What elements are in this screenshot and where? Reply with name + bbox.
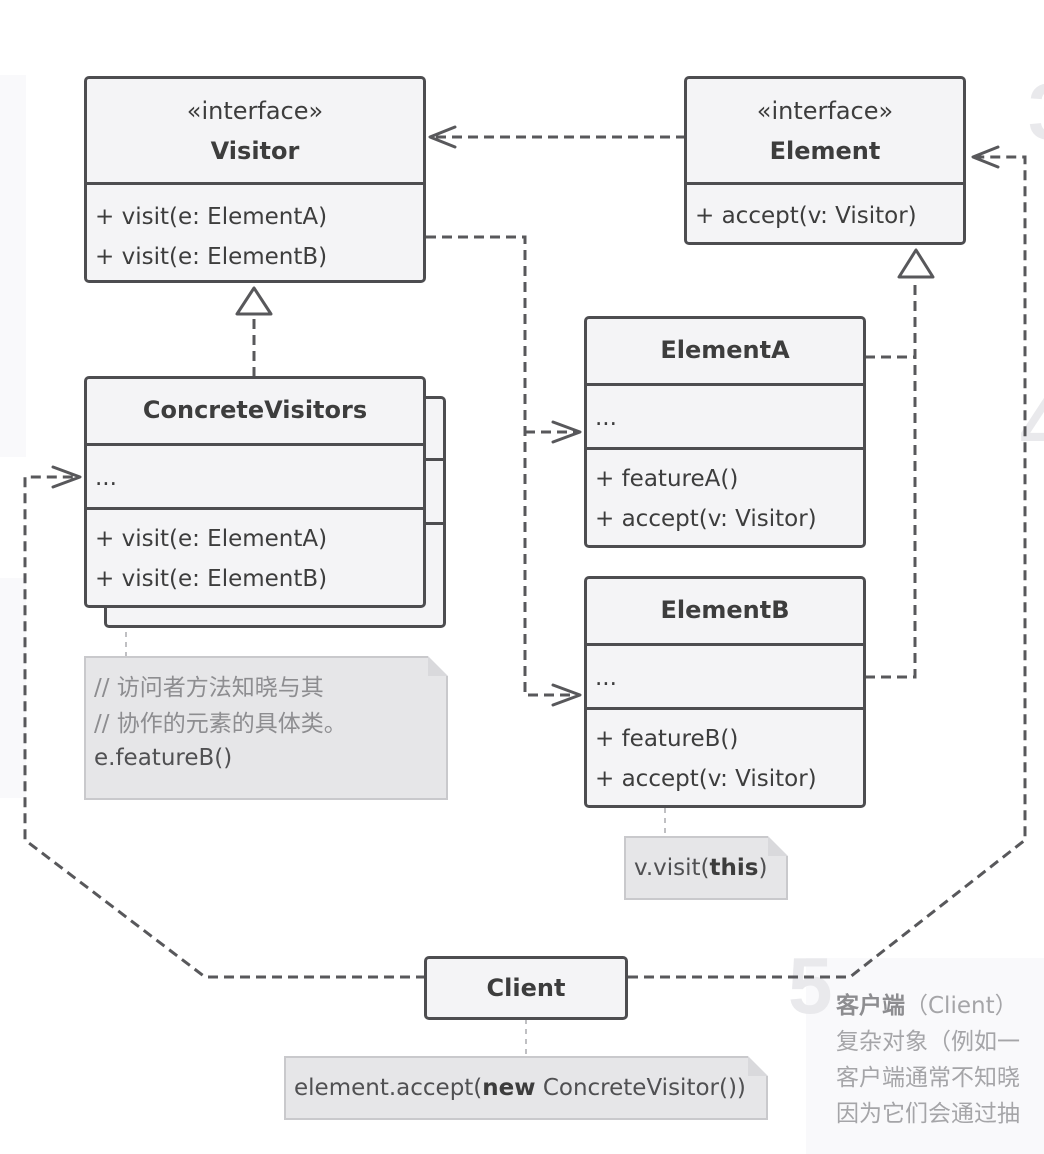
description-line: 因为它们会通过抽 (836, 1101, 1020, 1127)
element-b-method: + accept(v: Visitor) (595, 766, 817, 792)
dependency-visitor-to-elements (426, 235, 578, 697)
note-code-line: e.featureB() (94, 745, 233, 771)
visitor-name: Visitor (210, 137, 300, 165)
class-element-b[interactable]: ElementB ... + featureB() + accept(v: Vi… (584, 576, 866, 808)
visitor-stereotype: «interface» (186, 97, 324, 125)
element-a-method: + featureA() (595, 466, 739, 492)
note-comment-line: // 协作的元素的具体类。 (94, 711, 347, 737)
note-code-keyword: this (709, 855, 759, 881)
step-number-5: 5 (788, 941, 833, 1030)
note-fold-icon (428, 656, 448, 676)
note-code-suffix: ConcreteVisitor()) (535, 1075, 746, 1101)
arrowhead-element-a (551, 420, 582, 444)
element-b-method: + featureB() (595, 726, 739, 752)
note-client-call: element.accept(new ConcreteVisitor()) (284, 1056, 768, 1120)
client-name: Client (486, 974, 566, 1002)
background-panel-left-top (0, 75, 26, 457)
concretevisitors-method: + visit(e: ElementB) (95, 566, 328, 592)
concretevisitors-method: + visit(e: ElementA) (95, 526, 328, 552)
note-fold-icon (768, 836, 788, 856)
stack-divider (426, 458, 443, 461)
visitor-method: + visit(e: ElementB) (95, 244, 328, 270)
note-fold-icon (748, 1056, 768, 1076)
step-number-3: 3 (1028, 72, 1044, 152)
visitor-method: + visit(e: ElementA) (95, 204, 328, 230)
note-comment-line: // 访问者方法知晓与其 (94, 675, 324, 701)
element-a-name: ElementA (660, 336, 790, 364)
note-code-prefix: element.accept( (294, 1075, 483, 1101)
element-name: Element (769, 137, 881, 165)
class-client[interactable]: Client (424, 956, 628, 1020)
class-element[interactable]: «interface» Element + accept(v: Visitor) (684, 76, 966, 245)
element-b-name: ElementB (660, 596, 790, 624)
element-a-fields: ... (587, 383, 863, 447)
concretevisitors-fields: ... (87, 443, 423, 507)
note-code-prefix: v.visit( (634, 855, 710, 881)
element-a-method: + accept(v: Visitor) (595, 506, 817, 532)
note-code-keyword: new (482, 1075, 536, 1101)
note-element-accept: v.visit(this) (624, 836, 788, 900)
arrowhead-element (971, 145, 1000, 169)
arrowhead-element-b (551, 683, 582, 707)
class-visitor[interactable]: «interface» Visitor + visit(e: ElementA)… (84, 76, 426, 283)
element-b-fields: ... (587, 643, 863, 707)
client-description: 客户端（Client） 复杂对象（例如一 客户端通常不知晓 因为它们会通过抽 (836, 988, 1044, 1154)
element-stereotype: «interface» (756, 97, 894, 125)
note-code-suffix: ) (758, 855, 768, 881)
triangle-visitor (235, 286, 273, 316)
note-visitor-method: // 访问者方法知晓与其 // 协作的元素的具体类。 e.featureB() (84, 656, 448, 800)
arrowhead-visitor (428, 125, 457, 149)
background-panel-description (806, 958, 1044, 1154)
concretevisitors-name: ConcreteVisitors (142, 396, 368, 424)
class-element-a[interactable]: ElementA ... + featureA() + accept(v: Vi… (584, 316, 866, 548)
background-panel-left-bottom (0, 578, 26, 798)
class-concretevisitors[interactable]: ConcreteVisitors ... + visit(e: ElementA… (84, 376, 426, 608)
element-method: + accept(v: Visitor) (695, 203, 917, 229)
description-line: 客户端通常不知晓 (836, 1065, 1020, 1091)
description-line: 客户端（Client） (836, 993, 1018, 1019)
realization-elementa-to-element (865, 280, 917, 359)
dependency-client-to-concretevisitors (23, 475, 426, 979)
arrowhead-concretevisitors (51, 465, 82, 489)
realization-elementb-to-element (865, 357, 917, 679)
dependency-client-to-element (628, 155, 1027, 979)
description-line: 复杂对象（例如一 (836, 1029, 1020, 1055)
triangle-element (897, 248, 935, 279)
stack-divider (426, 522, 443, 525)
